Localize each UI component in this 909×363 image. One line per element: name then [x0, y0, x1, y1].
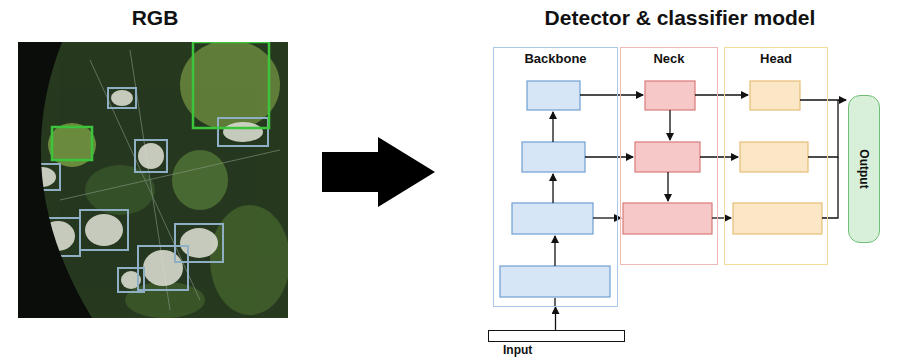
aerial-photo — [18, 40, 290, 318]
backbone-blocks — [500, 81, 610, 297]
output-box: Output — [848, 95, 880, 243]
flow-arrows — [553, 95, 846, 307]
node-label: Output — [857, 149, 871, 188]
big-arrow — [322, 137, 435, 207]
head-panel: Head — [724, 47, 828, 265]
backbone-panel: Backbone — [493, 47, 618, 307]
node-label: Input — [503, 343, 532, 357]
node-label: Head — [725, 48, 827, 66]
node-label: Backbone — [494, 48, 617, 66]
image-title: RGB — [132, 6, 179, 30]
neck-blocks — [623, 81, 712, 234]
model-title: Detector & classifier model — [545, 6, 816, 30]
input-box: Input — [488, 330, 625, 342]
neck-panel: Neck — [620, 47, 718, 265]
node-label: Neck — [621, 48, 717, 66]
connector-arrow — [555, 307, 556, 330]
